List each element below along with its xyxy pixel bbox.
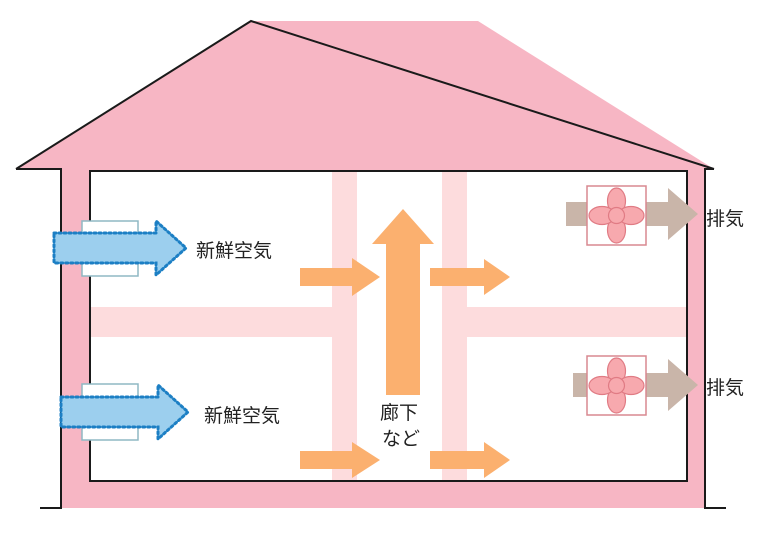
house-outline [15,19,726,509]
partitions [91,171,687,481]
fresh-air-inlet-lower [59,381,191,443]
fan-icon [588,187,645,244]
flow-arrow-left-lower [300,442,380,478]
fresh-air-label-upper: 新鮮空気 [196,240,273,262]
fresh-air-label-lower: 新鮮空気 [204,405,281,427]
partition-vertical-right [442,171,467,481]
partition-horizontal-left [91,307,333,337]
flow-arrow-right-lower [430,442,510,478]
flow-arrow-corridor-up [372,209,434,395]
exhaust-label-lower: 排気 [706,377,745,399]
exhaust-fan-lower [586,355,647,416]
corridor-label-line2: など [382,428,421,450]
partition-horizontal-right [466,307,687,337]
corridor-label-line1: 廊下 [380,402,419,424]
fan-icon [588,357,645,414]
flow-arrow-right-upper [430,259,510,295]
partition-vertical-left [332,171,357,481]
exhaust-label-upper: 排気 [706,208,745,230]
flow-arrow-left-upper [300,258,380,296]
fresh-air-arrow-upper [52,217,189,279]
internal-flow [300,209,510,478]
exhaust-fan-upper [586,185,647,246]
roof-peak [16,21,714,169]
fresh-air-arrow-lower [59,381,191,443]
fresh-air-inlet-upper [52,217,189,279]
